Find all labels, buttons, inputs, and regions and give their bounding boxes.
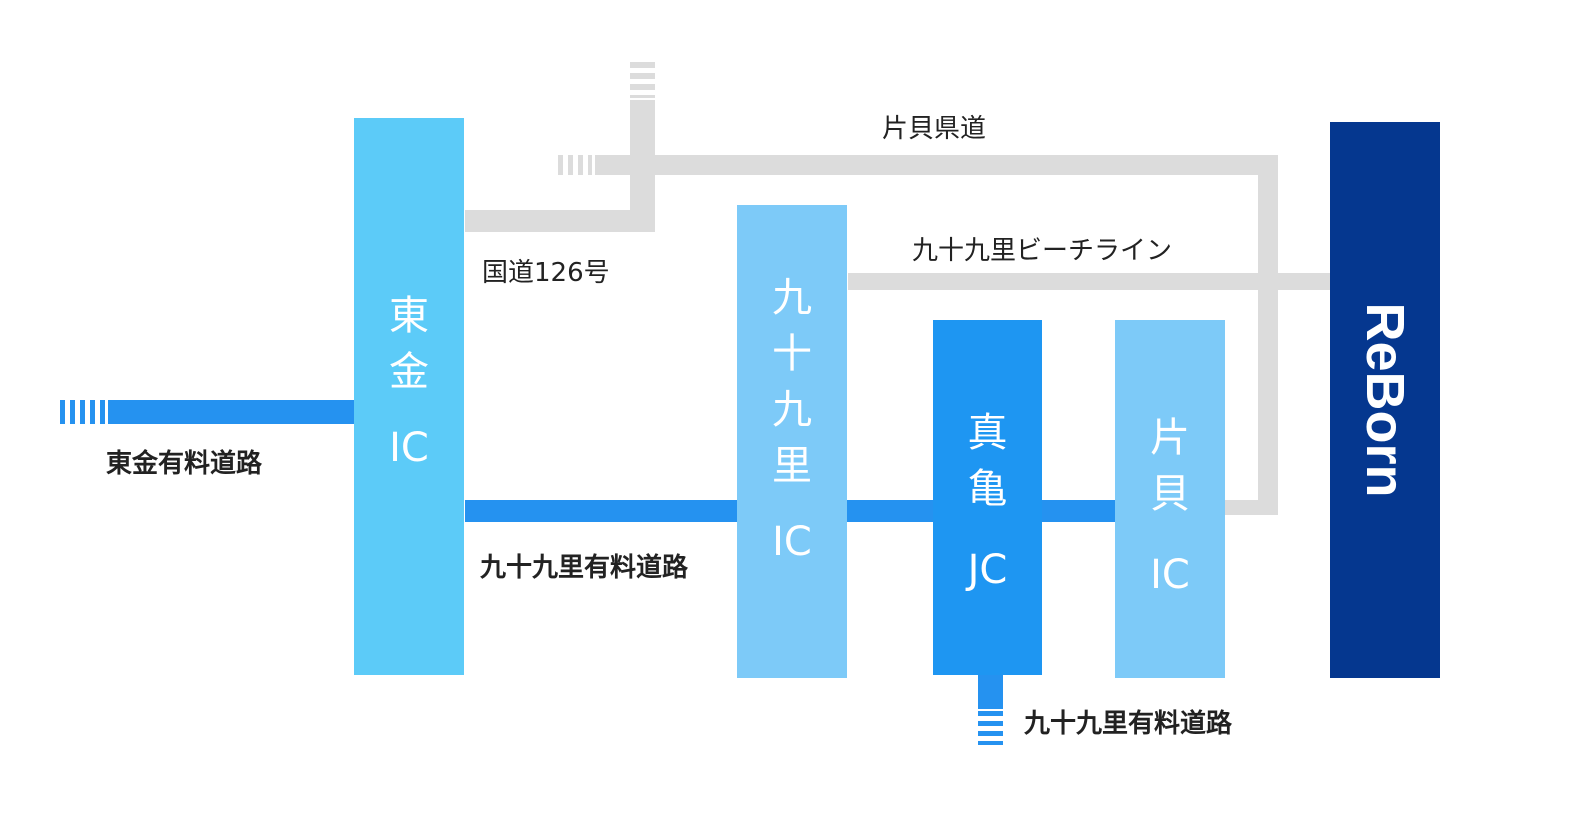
label-kujukuri-toll-south: 九十九里有料道路 [1024,709,1233,739]
kujukuri-char: 九 [772,387,812,433]
kujukuri-toll-south [978,675,1003,709]
makame-jc[interactable]: 真 亀 JC [933,320,1042,675]
route126-horizontal [465,210,655,232]
makame-char: 真 [967,410,1008,456]
prefectural-road-dashes [558,155,592,175]
katakai-char: 片 [1150,415,1190,461]
togane-ic[interactable]: 東 金 IC [354,118,464,675]
label-beach-line: 九十九里ビーチライン [912,236,1173,266]
katakai-ic[interactable]: 片 貝 IC [1115,320,1225,678]
reborn-label: ReBorn [1355,302,1415,498]
reborn-destination[interactable]: ReBorn [1330,122,1440,678]
prefectural-road-right [1258,155,1278,515]
togane-suffix: IC [389,425,429,471]
togane-char: 金 [389,349,429,395]
kujukuri-ic[interactable]: 九 十 九 里 IC [737,205,847,678]
prefectural-road-bottom [1225,500,1278,515]
makame-char: 亀 [967,466,1008,512]
kujukuri-char: 里 [772,443,812,489]
togane-char: 東 [389,293,429,339]
kujukuri-char: 十 [772,331,812,377]
kujukuri-suffix: IC [772,519,812,565]
label-route126: 国道126号 [482,258,610,288]
label-katakai-prefectural-road: 片貝県道 [882,114,987,144]
katakai-suffix: IC [1150,552,1190,598]
label-kujukuri-toll: 九十九里有料道路 [480,553,689,583]
togane-toll-road [108,400,355,424]
kujukuri-toll-south-dashes [978,711,1003,745]
togane-toll-dashes [60,400,106,424]
beach-line-road [848,273,1330,290]
route126-continuation-dashes [630,62,655,98]
katakai-char: 貝 [1150,471,1190,517]
makame-suffix: JC [967,547,1008,593]
kujukuri-char: 九 [772,275,812,321]
label-togane-toll: 東金有料道路 [106,449,263,479]
prefectural-road-top [595,155,1278,175]
